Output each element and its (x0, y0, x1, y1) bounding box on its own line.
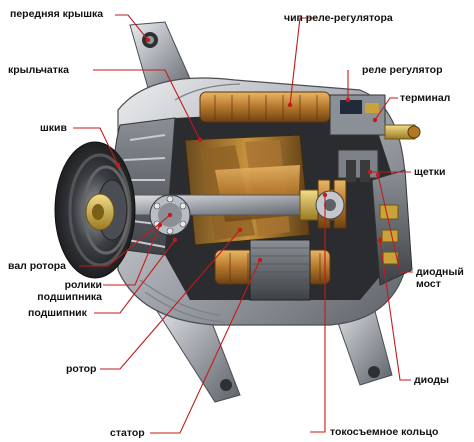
leader-rotor (100, 229, 241, 370)
label-stator: статор (110, 427, 145, 439)
leader-rotor-shaft (79, 214, 171, 267)
leader-diodes (379, 239, 411, 381)
leader-terminal (374, 97, 398, 121)
label-rotor: ротор (66, 363, 97, 375)
label-front-cover: передняя крышка (10, 8, 104, 20)
leader-impeller (93, 69, 201, 141)
leader-bearing-rollers (103, 224, 161, 286)
label-slip-ring: токосъемное кольцо (330, 426, 439, 438)
label-terminal: терминал (400, 92, 451, 104)
label-regulator-chip: чип реле-регулятора (284, 12, 393, 24)
label-brushes: щетки (414, 166, 446, 178)
label-impeller: крыльчатка (8, 64, 70, 76)
label-diode-bridge: диодный мост (416, 266, 464, 290)
leader-front-cover (115, 14, 149, 41)
leader-lines (73, 14, 413, 434)
leader-pulley (73, 127, 119, 166)
label-rotor-shaft: вал ротора (8, 260, 66, 272)
label-diodes: диоды (414, 374, 450, 386)
label-voltage-regulator: реле регулятор (362, 64, 443, 76)
label-pulley: шкив (40, 122, 67, 134)
label-bearing: подшипник (28, 307, 87, 319)
leader-regulator-chip (289, 17, 318, 106)
leader-diode-bridge (377, 174, 413, 273)
leader-slip-ring (310, 195, 326, 433)
label-diode-bridge-line-2: мост (416, 278, 441, 290)
label-diode-bridge-line-1: диодный (416, 266, 464, 278)
label-bearing-rollers: ролики подшипника (30, 279, 102, 303)
label-bearing-rollers-line-2: подшипника (37, 291, 102, 303)
leader-bearing (94, 239, 176, 314)
leader-stator (150, 259, 261, 434)
label-bearing-rollers-line-1: ролики (64, 279, 102, 291)
